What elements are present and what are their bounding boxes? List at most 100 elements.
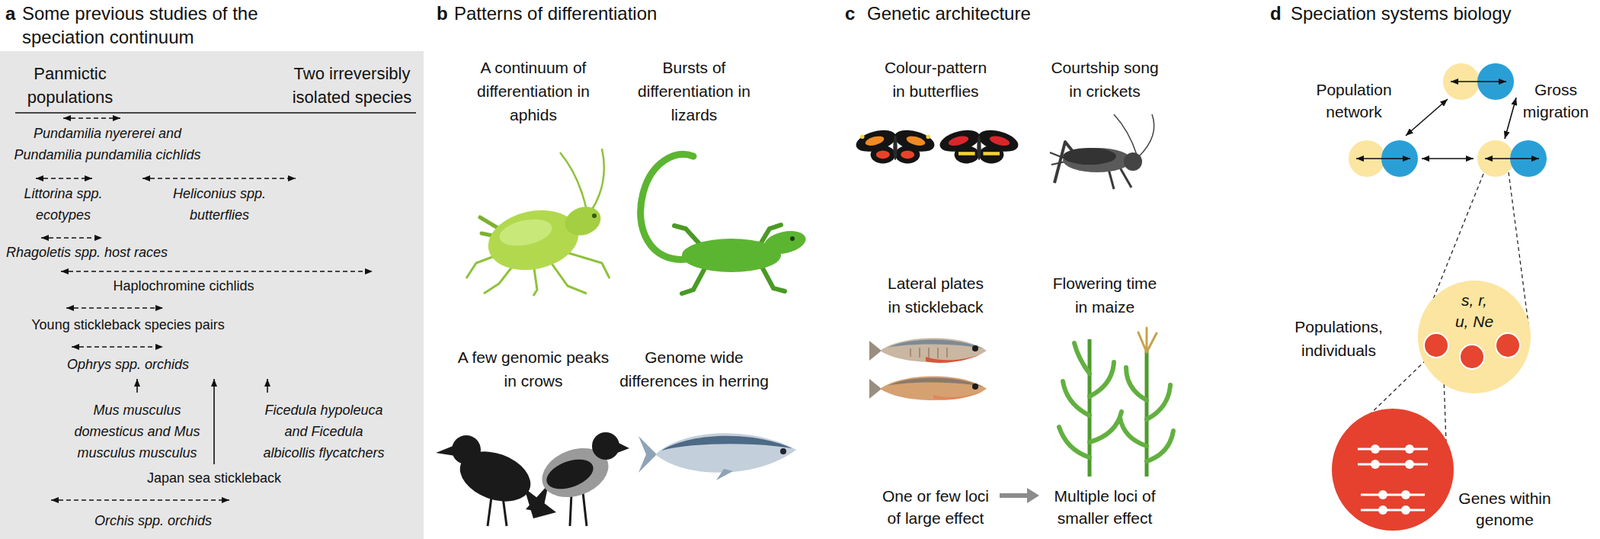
herring-drawing: [638, 432, 797, 480]
figure-caption: Courtship song in crickets: [1046, 55, 1163, 103]
stickleback-drawing: [925, 352, 984, 363]
continuum-axis: [15, 112, 416, 114]
aphid-drawing: [592, 213, 597, 218]
aphid-drawing: [563, 251, 610, 279]
stickleback-drawing: [869, 338, 987, 363]
species-label: Haplochromine cichlids: [84, 275, 283, 297]
continuum-arrow: [142, 177, 296, 180]
species-label: Heliconius spp. butterflies: [166, 182, 273, 226]
continuum-arrow: [63, 117, 121, 119]
gradient-arrow: [999, 492, 1029, 498]
species-label: Littorina spp. ecotypes: [17, 182, 109, 226]
individual-circle: [1424, 332, 1520, 369]
genome-circle: [1401, 505, 1411, 515]
continuum-arrow: [35, 177, 93, 180]
species-label: Japan sea stickleback: [122, 467, 306, 489]
butterfly-drawing: [905, 134, 926, 148]
species-label: Mus musculus domesticus and Mus musculus…: [70, 399, 205, 464]
cricket-drawing: [1049, 114, 1155, 189]
continuum-end-label: Two irreversibly isolated species: [287, 61, 417, 109]
stickleback-drawing: [869, 340, 882, 361]
gradient-arrow: [1027, 487, 1040, 503]
scale-label: One or few loci of large effect: [878, 484, 993, 529]
species-label: Ophrys spp. orchids: [51, 353, 205, 375]
herring-drawing: [638, 435, 657, 473]
butterfly-drawing: [870, 145, 896, 164]
aphid-drawing: [482, 201, 584, 278]
crow-drawing: [592, 432, 620, 460]
cricket-drawing: [1123, 152, 1143, 171]
individual-circle: [1495, 332, 1520, 358]
butterfly-drawing: [958, 151, 976, 156]
figure-caption: A few genomic peaks in crows: [453, 345, 614, 393]
scale-label: Multiple loci of smaller effect: [1047, 484, 1162, 529]
stickleback-drawing: [869, 376, 987, 401]
stickleback-drawing: [869, 378, 882, 399]
lizard-drawing: [761, 227, 809, 257]
continuum-arrow: [41, 236, 103, 239]
butterfly-drawing: [860, 134, 864, 139]
continuum-arrow: [35, 118, 373, 500]
panel-letter: a: [5, 1, 16, 26]
aphid-drawing: [590, 148, 605, 212]
panel-title: Genetic architecture: [867, 1, 1031, 26]
species-label: Rhagoletis spp. host races: [0, 241, 175, 263]
genome-circle: [1370, 444, 1380, 454]
crow-drawing: [451, 435, 481, 464]
maize-drawing: [1120, 367, 1174, 461]
continuum-arrow: [60, 270, 373, 272]
annotation-label: Gross migration: [1520, 78, 1593, 123]
genome-circle: [1331, 408, 1454, 531]
crow-drawing: [542, 453, 598, 495]
lizard-drawing: [640, 153, 809, 294]
crow-drawing: [617, 441, 630, 453]
continuum-arrow: [51, 499, 230, 501]
aphid-drawing: [496, 214, 554, 250]
maize-drawing: [1145, 350, 1149, 477]
stickleback-drawing: [887, 339, 984, 349]
species-label: Ficedula hypoleuca and Ficedula albicoll…: [259, 399, 389, 464]
continuum-arrows: [0, 51, 424, 539]
lizard-drawing: [640, 153, 694, 260]
genome-circle: [1404, 444, 1415, 454]
figure-caption: Lateral plates in stickleback: [882, 271, 989, 319]
butterfly-drawing: [895, 145, 920, 164]
population-network: [1504, 97, 1517, 139]
gradient-arrow: [999, 487, 1040, 503]
herring-drawing: [661, 435, 793, 451]
crow-drawing: [487, 496, 507, 526]
position-arrow: [213, 378, 215, 464]
annotation-label: Population network: [1312, 78, 1396, 123]
population-circle-shape: [1417, 280, 1531, 394]
panel-title: Some previous studies of the speciation …: [22, 1, 274, 49]
parameter-label: s, r, u, Ne: [1453, 289, 1495, 333]
species-label: Orchis spp. orchids: [69, 509, 237, 532]
butterfly-drawing: [976, 135, 981, 160]
butterfly-drawing: [853, 126, 937, 164]
continuum-axis: [15, 112, 416, 114]
stickleback-drawing: [887, 377, 984, 387]
maize-drawing: [1138, 327, 1157, 352]
butterfly-drawing: [876, 150, 890, 159]
aphid-drawing: [548, 259, 587, 294]
herring-drawing: [716, 468, 733, 480]
butterfly-drawing: [988, 134, 1012, 148]
butterfly-drawing: [926, 134, 931, 139]
continuum-arrow: [71, 345, 164, 348]
butterfly-drawing: [864, 134, 885, 148]
figure-caption: Bursts of differentiation in lizards: [636, 55, 752, 127]
genome-circle: [1370, 459, 1380, 469]
population-circle: s, r, u, Ne: [1417, 280, 1531, 394]
panel-letter: c: [844, 1, 855, 26]
individual-circle: [1424, 332, 1449, 358]
crow-drawing: [435, 444, 456, 456]
butterfly-drawing: [900, 150, 915, 159]
population-network: [1421, 157, 1474, 160]
genome-circle: [1331, 408, 1454, 531]
butterfly-drawing: [947, 134, 970, 148]
position-arrow: [266, 378, 269, 393]
cricket-drawing: [1139, 114, 1155, 157]
panel-title: Speciation systems biology: [1290, 1, 1511, 26]
herring-drawing: [780, 448, 787, 455]
